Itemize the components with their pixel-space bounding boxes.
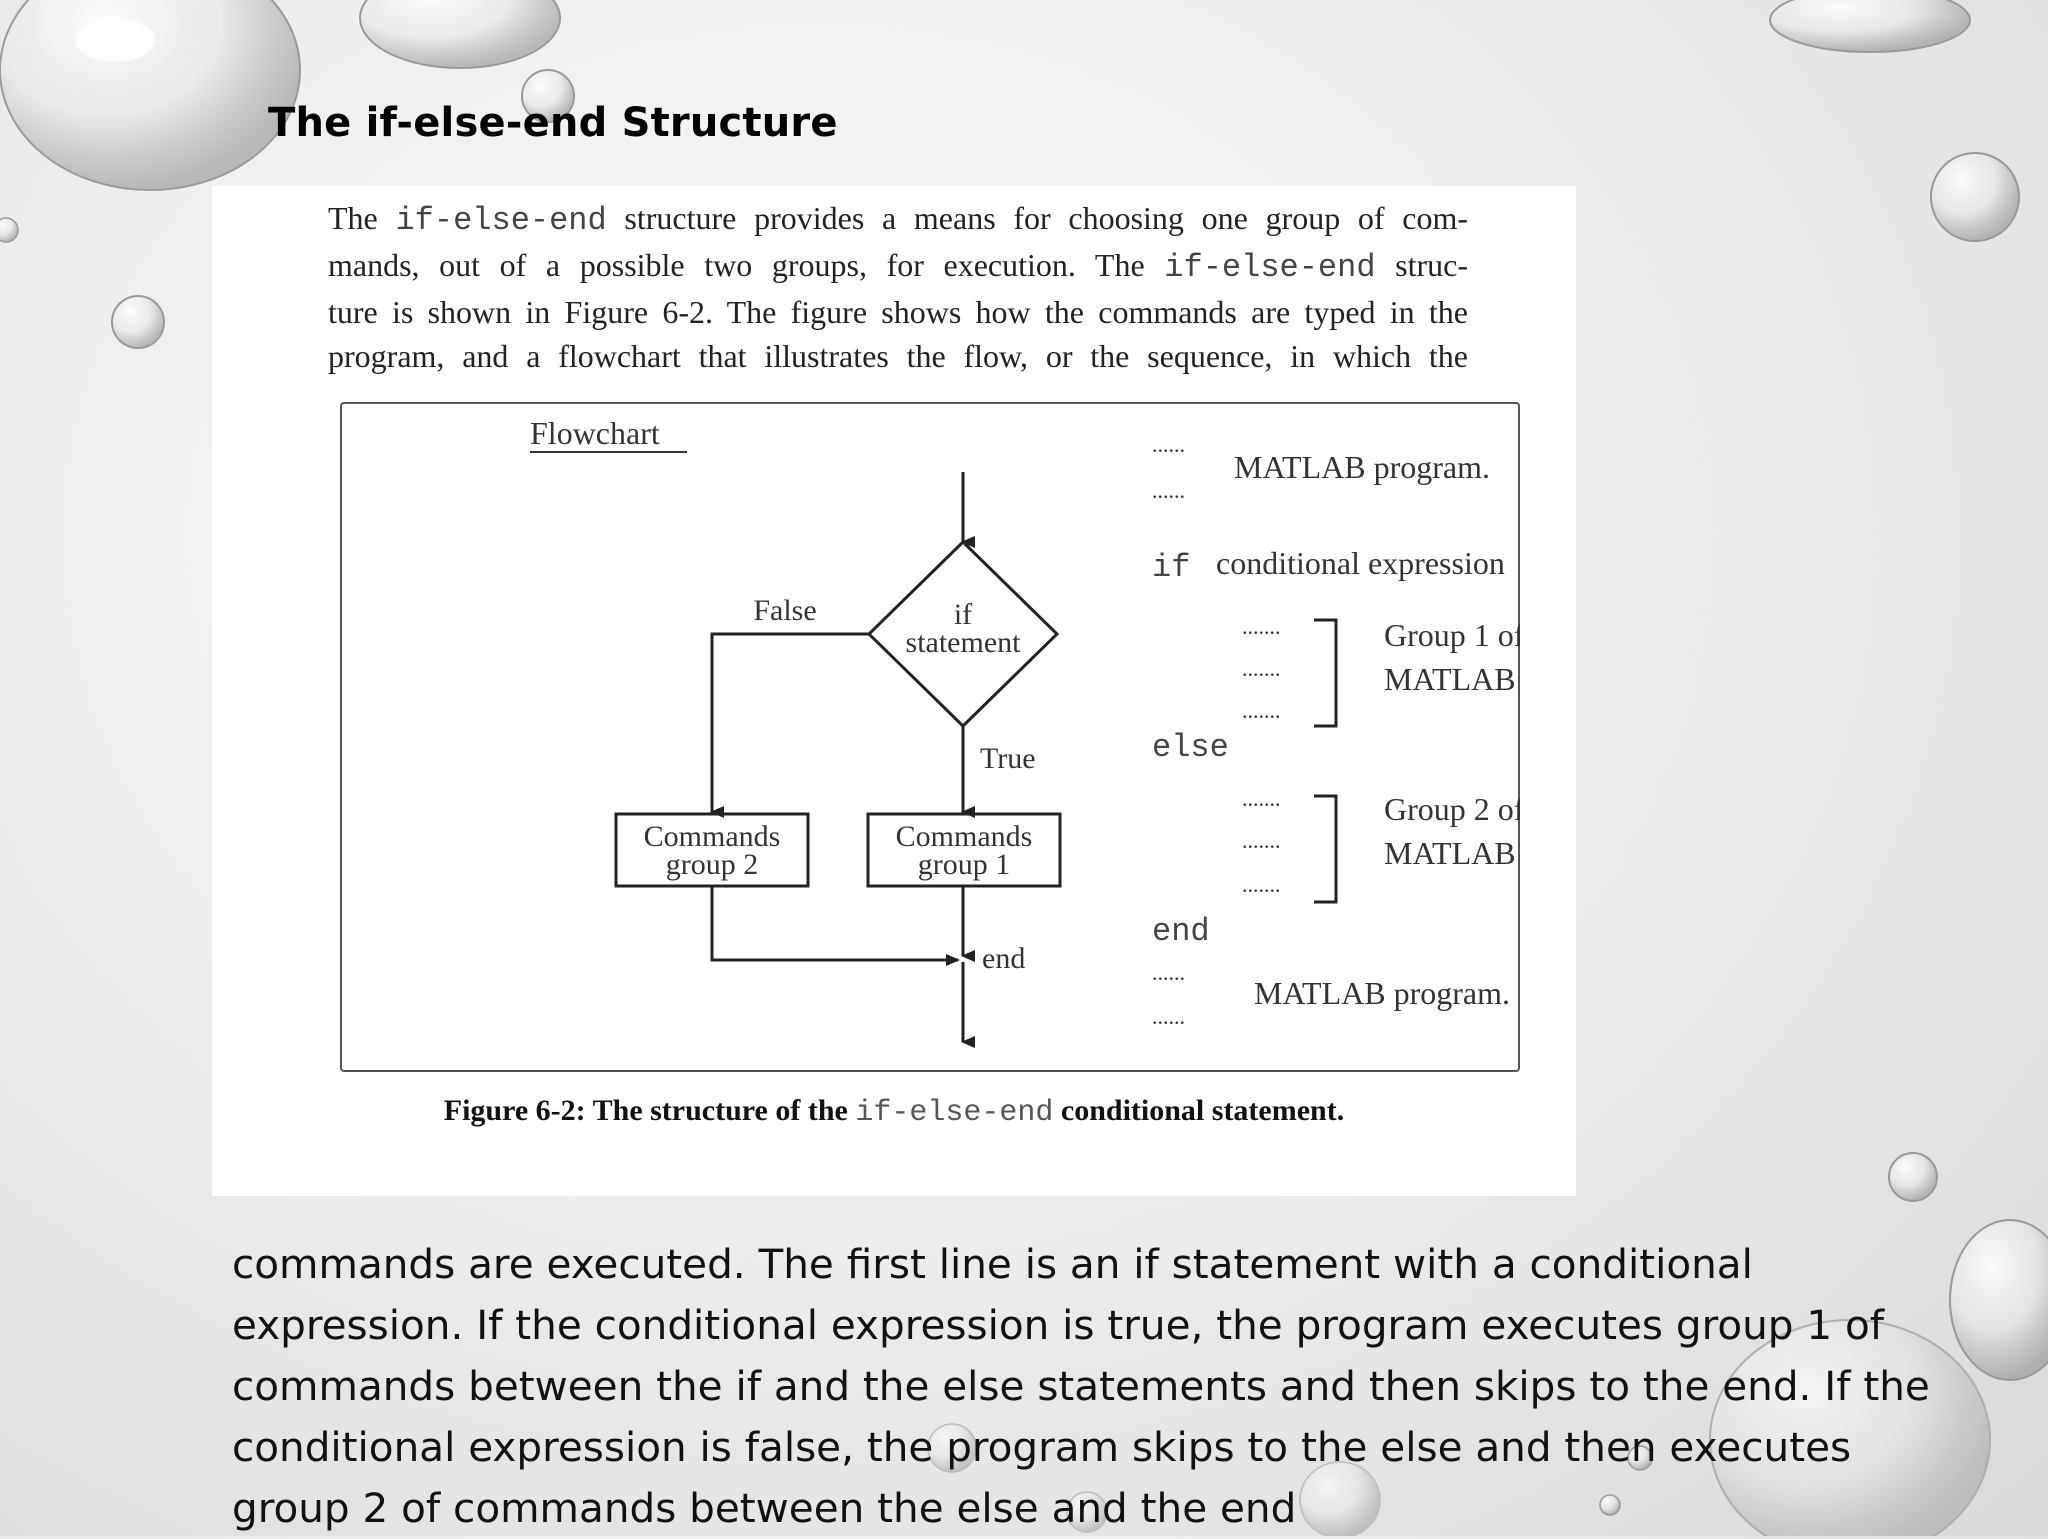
intro-text: struc- xyxy=(1376,247,1468,283)
end-label: end xyxy=(982,942,1025,975)
intro-code: if-else-end xyxy=(1164,249,1375,286)
intro-text: The xyxy=(328,200,395,236)
droplet xyxy=(1950,1220,2048,1380)
body-line: conditional expression is false, the pro… xyxy=(232,1417,1912,1478)
body-line: commands are executed. The first line is… xyxy=(232,1234,1912,1295)
dots: ....... xyxy=(1242,872,1281,897)
droplet xyxy=(1931,153,2019,241)
false-branch-line xyxy=(712,634,869,812)
droplet xyxy=(1770,0,1970,52)
caption-text: Figure 6-2: The structure of the xyxy=(444,1094,856,1127)
dots: ....... xyxy=(1242,828,1281,853)
group2-to-end-arrow xyxy=(712,886,958,960)
droplet xyxy=(1889,1153,1937,1201)
dots: ...... xyxy=(1152,478,1185,503)
droplet xyxy=(0,0,300,190)
flowchart-figure: Flowchart if statement False True Comman… xyxy=(340,402,1520,1072)
dots: ....... xyxy=(1242,656,1281,681)
figure-scan: The if-else-end structure provides a mea… xyxy=(212,186,1576,1196)
group-1-bracket xyxy=(1314,620,1336,726)
dots: ...... xyxy=(1152,1004,1185,1029)
if-keyword: if xyxy=(1152,549,1190,586)
intro-text: ture is shown in Figure 6-2. The figure … xyxy=(328,290,1468,334)
figure-intro-paragraph: The if-else-end structure provides a mea… xyxy=(328,196,1468,378)
intro-text: structure provides a means for choosing … xyxy=(607,200,1468,236)
group-1-label: Group 1 of xyxy=(1384,617,1520,653)
intro-text: program, and a flowchart that illustrate… xyxy=(328,334,1468,378)
intro-code: if-else-end xyxy=(395,202,606,239)
commands-group-2-label: group 2 xyxy=(666,848,759,881)
matlab-program-label: MATLAB program. xyxy=(1254,975,1510,1011)
dots: ....... xyxy=(1242,614,1281,639)
group-2-label: MATLAB commands. xyxy=(1384,835,1520,871)
figure-caption: Figure 6-2: The structure of the if-else… xyxy=(212,1094,1576,1130)
caption-text: conditional statement. xyxy=(1053,1094,1344,1127)
slide-body-text: commands are executed. The first line is… xyxy=(232,1234,1912,1539)
matlab-program-label: MATLAB program. xyxy=(1234,449,1490,485)
body-line: group 2 of commands between the else and… xyxy=(232,1478,1912,1539)
true-label: True xyxy=(980,742,1036,775)
droplet xyxy=(112,296,164,348)
dots: ...... xyxy=(1152,432,1185,457)
body-line: expression. If the conditional expressio… xyxy=(232,1295,1912,1356)
droplet xyxy=(0,218,18,242)
dots: ....... xyxy=(1242,786,1281,811)
slide-title: The if-else-end Structure xyxy=(268,100,838,146)
body-line: commands between the if and the else sta… xyxy=(232,1356,1912,1417)
droplet xyxy=(360,0,560,68)
flowchart-heading: Flowchart xyxy=(530,415,660,451)
end-keyword: end xyxy=(1152,913,1210,950)
group-2-label: Group 2 of xyxy=(1384,791,1520,827)
intro-text: mands, out of a possible two groups, for… xyxy=(328,247,1164,283)
dots: ....... xyxy=(1242,698,1281,723)
caption-code: if-else-end xyxy=(855,1096,1053,1130)
conditional-expression-label: conditional expression xyxy=(1216,545,1505,581)
else-keyword: else xyxy=(1152,729,1229,766)
group-2-bracket xyxy=(1314,796,1336,902)
dots: ...... xyxy=(1152,960,1185,985)
decision-label-statement: statement xyxy=(906,626,1022,659)
false-label: False xyxy=(753,594,816,627)
group-1-label: MATLAB commands. xyxy=(1384,661,1520,697)
commands-group-1-label: group 1 xyxy=(918,848,1011,881)
